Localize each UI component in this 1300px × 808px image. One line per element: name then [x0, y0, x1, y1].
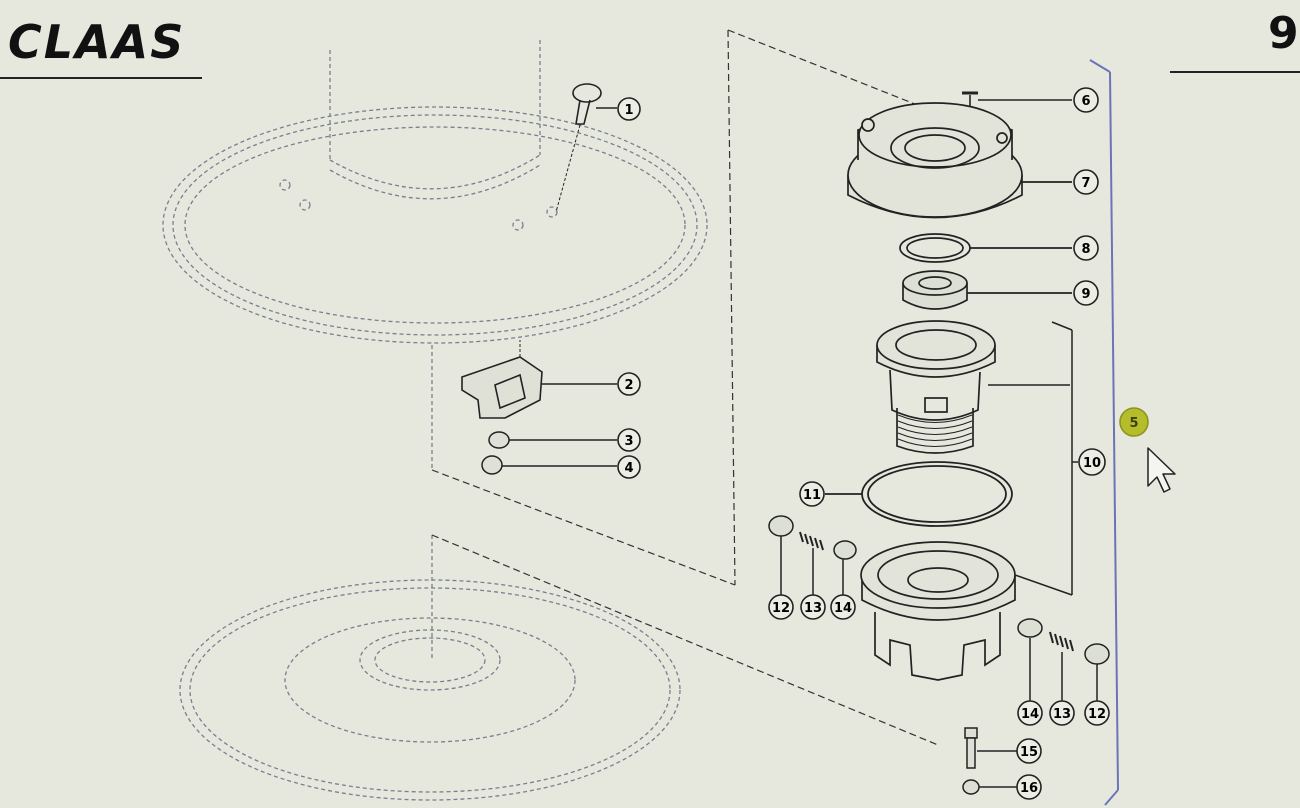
callout-4[interactable]: 4 — [617, 455, 641, 479]
part-2-bracket — [461, 340, 617, 419]
callout-13-right[interactable]: 13 — [1049, 700, 1075, 726]
part-1-pin — [555, 83, 617, 213]
pointer-arrow-icon — [1147, 447, 1176, 493]
callout-15[interactable]: 15 — [1016, 738, 1042, 764]
callout-10-label: 10 — [1083, 456, 1101, 471]
callout-13-left-label: 13 — [804, 601, 822, 616]
callout-10[interactable]: 10 — [1078, 448, 1106, 476]
callout-11-label: 11 — [803, 488, 821, 503]
callout-3[interactable]: 3 — [617, 428, 641, 452]
callout-12-left[interactable]: 12 — [768, 594, 794, 620]
callout-14-right[interactable]: 14 — [1017, 700, 1043, 726]
part-10-spindle-assembly — [876, 320, 996, 454]
part-12-13-14-left-set — [768, 515, 857, 596]
page-number: 9 — [1268, 8, 1299, 59]
upper-disc-ghost — [162, 40, 708, 470]
callout-2-label: 2 — [624, 378, 633, 393]
callout-13-left[interactable]: 13 — [800, 594, 826, 620]
projection-lines — [431, 29, 939, 746]
callout-9[interactable]: 9 — [1073, 280, 1099, 306]
callout-16-label: 16 — [1020, 781, 1038, 796]
callout-11[interactable]: 11 — [799, 481, 825, 507]
callout-8-label: 8 — [1081, 242, 1090, 257]
callout-4-label: 4 — [624, 461, 633, 476]
callout-3-label: 3 — [624, 434, 633, 449]
part-14-13-12-right-set — [1017, 618, 1110, 702]
callout-14-left[interactable]: 14 — [830, 594, 856, 620]
brand-logo: CLAAS — [0, 15, 202, 79]
callout-5-highlighted[interactable]: 5 — [1119, 407, 1149, 437]
part-7-housing-cap — [847, 102, 1072, 219]
callout-15-label: 15 — [1020, 745, 1038, 760]
assembly-bracket-5 — [1089, 59, 1119, 806]
part-3-washer — [488, 431, 617, 449]
callout-5-label: 5 — [1129, 416, 1138, 431]
callout-6[interactable]: 6 — [1073, 87, 1099, 113]
callout-13-right-label: 13 — [1053, 707, 1071, 722]
callout-9-label: 9 — [1081, 287, 1090, 302]
callout-1-label: 1 — [624, 103, 633, 118]
part-8-o-ring — [899, 233, 1072, 263]
callout-1[interactable]: 1 — [617, 97, 641, 121]
part-10-lower-housing — [860, 541, 1016, 681]
lower-disc-ghost — [179, 535, 681, 801]
callout-12-right[interactable]: 12 — [1084, 700, 1110, 726]
part-10-bracket-line — [988, 321, 1078, 596]
callout-7-label: 7 — [1081, 176, 1090, 191]
part-15-bolt — [964, 727, 1017, 769]
callout-14-right-label: 14 — [1021, 707, 1039, 722]
callout-12-left-label: 12 — [772, 601, 790, 616]
part-4-nut — [481, 455, 617, 475]
callout-14-left-label: 14 — [834, 601, 852, 616]
callout-6-label: 6 — [1081, 94, 1090, 109]
part-16-nut — [962, 779, 1017, 795]
part-9-bearing — [902, 270, 1072, 310]
callout-2[interactable]: 2 — [617, 372, 641, 396]
callout-12-right-label: 12 — [1088, 707, 1106, 722]
callout-16[interactable]: 16 — [1016, 774, 1042, 800]
callout-7[interactable]: 7 — [1073, 169, 1099, 195]
callout-8[interactable]: 8 — [1073, 235, 1099, 261]
part-11-large-o-ring — [825, 461, 1013, 527]
brand-logo-text: CLAAS — [8, 15, 185, 69]
